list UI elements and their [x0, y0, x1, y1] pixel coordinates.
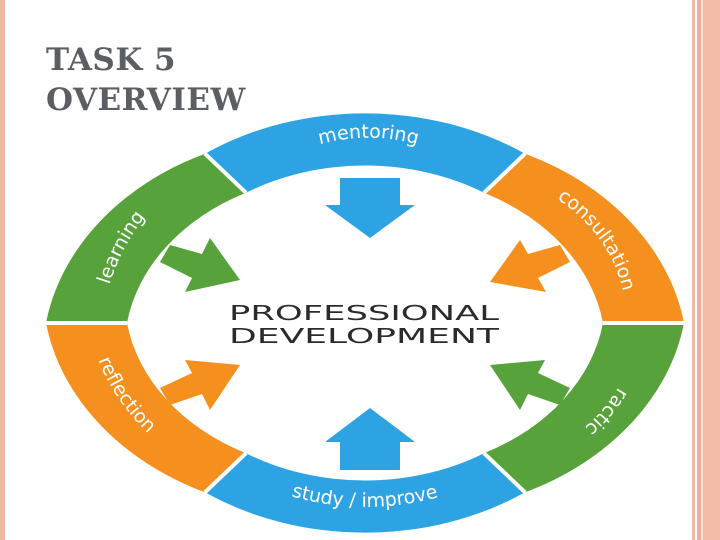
arrow-from-mentoring	[325, 178, 415, 238]
arrow-from-practice	[490, 360, 570, 410]
segment-consultation	[484, 153, 684, 323]
diagram-arrows	[160, 178, 570, 470]
arrow-from-learning	[160, 238, 240, 292]
left-border-strip	[0, 0, 5, 540]
slide-title: TASK 5 OVERVIEW	[46, 40, 246, 120]
segment-practice	[484, 323, 684, 493]
segment-mentoring	[205, 113, 525, 193]
center-text-line-2: DEVELOPMENT	[229, 324, 500, 348]
arrow-from-study-improve	[325, 408, 415, 470]
title-line-1: TASK 5	[46, 42, 177, 78]
title-line-2: OVERVIEW	[46, 82, 246, 118]
right-border-stripes	[690, 0, 720, 540]
segment-learning	[46, 153, 246, 323]
segment-separators	[46, 152, 684, 494]
segment-study-improve	[205, 453, 525, 533]
segment-reflection	[46, 323, 246, 493]
arrow-from-reflection	[160, 360, 240, 410]
center-text-line-1: PROFESSIONAL	[229, 301, 501, 325]
diagram-ring	[46, 113, 684, 533]
arrow-from-consultation	[490, 240, 570, 292]
